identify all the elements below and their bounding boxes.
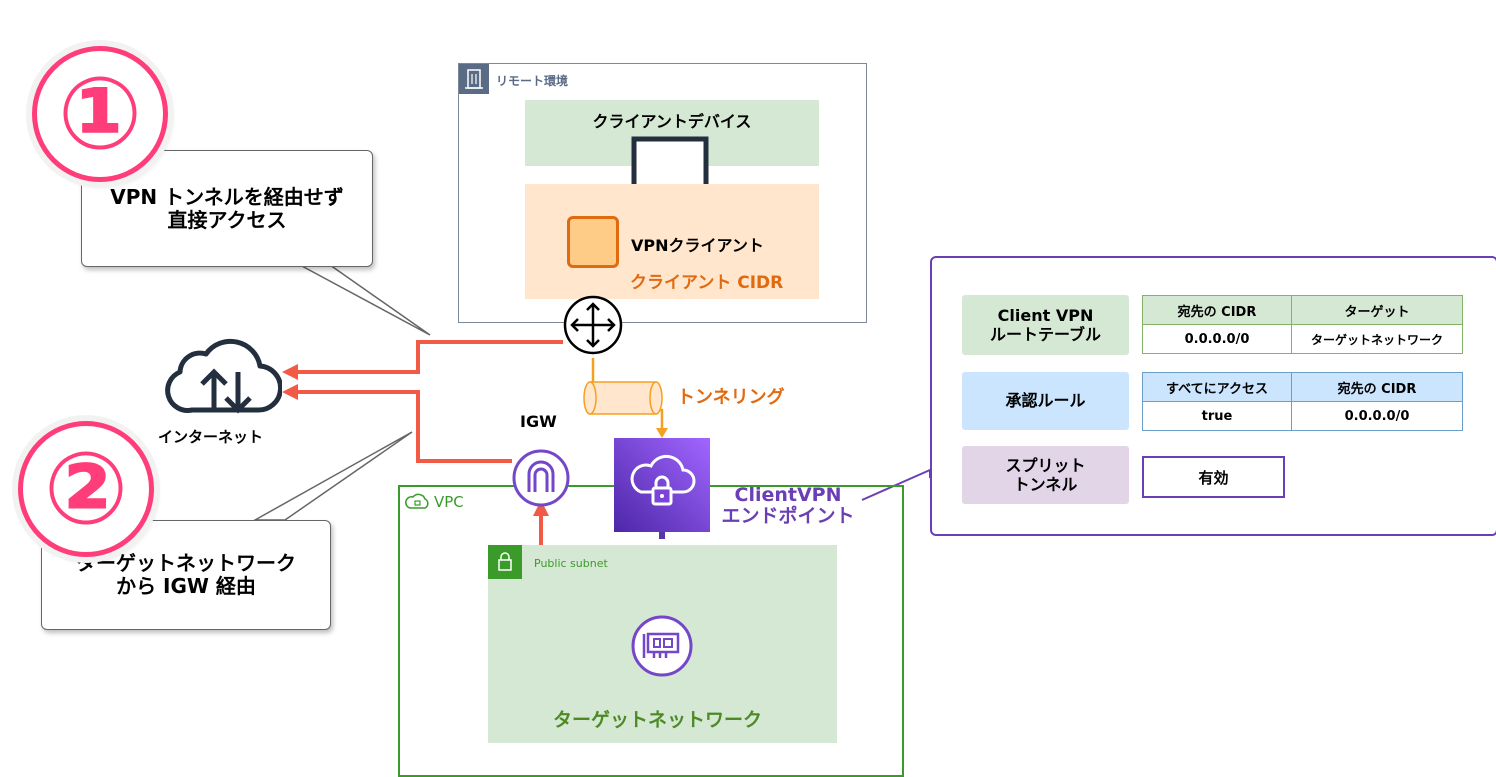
callout-one-line1: VPN トンネルを経由せず (110, 184, 344, 209)
cloud-internet-icon (165, 338, 282, 414)
vpn-client-area: VPNクライアント クライアント CIDR (525, 184, 819, 299)
table-cell: 0.0.0.0/0 (1142, 324, 1292, 354)
auth-rules-header-cell: すべてにアクセス (1142, 372, 1292, 402)
table-row: 0.0.0.0/0 ターゲットネットワーク (1142, 324, 1463, 354)
target-network-label: ターゲットネットワーク (553, 709, 763, 731)
auth-rules-table: すべてにアクセス 宛先の CIDR true 0.0.0.0/0 (1142, 372, 1463, 431)
route-one-line (290, 340, 563, 374)
auth-rules-header-row: すべてにアクセス 宛先の CIDR (1142, 372, 1463, 402)
callout-two-line1: ターゲットネットワーク (76, 551, 296, 575)
route-table-header-cell: 宛先の CIDR (1142, 295, 1292, 325)
public-subnet-label: Public subnet (534, 557, 608, 570)
route-table-label-line2: ルートテーブル (989, 325, 1102, 344)
igw-label: IGW (520, 412, 557, 431)
vpn-client-label: VPNクライアント (631, 236, 764, 255)
client-cidr-label: クライアント CIDR (630, 273, 784, 293)
network-interface-icon (631, 615, 693, 677)
callout-one-tail (299, 264, 431, 336)
route-table: 宛先の CIDR ターゲット 0.0.0.0/0 ターゲットネットワーク (1142, 295, 1463, 354)
callout-two-number: ② (18, 421, 154, 557)
endpoint-label-line1: ClientVPN (734, 484, 842, 506)
remote-environment-group: リモート環境 クライアントデバイス VPNクライアント クライアント CIDR (458, 63, 867, 323)
split-tunnel-label-line1: スプリット (1005, 455, 1086, 475)
router-icon (563, 295, 623, 355)
vpn-client-icon (567, 216, 619, 268)
vpc-label: VPC (434, 493, 464, 511)
auth-rules-header-cell: 宛先の CIDR (1291, 372, 1463, 402)
split-tunnel-value: 有効 (1142, 456, 1285, 498)
client-device-label: クライアントデバイス (592, 112, 752, 131)
tunnel-arrowhead (656, 428, 668, 438)
auth-rules-label: 承認ルール (962, 372, 1129, 430)
route-two-line (290, 390, 512, 463)
vpn-endpoint-icon (614, 438, 710, 532)
endpoint-label-line2: エンドポイント (721, 505, 855, 528)
remote-environment-title: リモート環境 (496, 74, 569, 88)
settings-panel: Client VPN ルートテーブル 宛先の CIDR ターゲット 0.0.0.… (930, 256, 1496, 536)
lock-icon (488, 545, 522, 579)
route-table-label: Client VPN ルートテーブル (962, 295, 1129, 355)
callout-two-line2: から IGW 経由 (116, 574, 256, 598)
route-one-arrowhead (282, 364, 298, 380)
table-row: true 0.0.0.0/0 (1142, 401, 1463, 431)
tunnel-icon (583, 381, 663, 415)
internet-label: インターネット (158, 428, 264, 446)
callout-one-line2: 直接アクセス (167, 207, 287, 232)
split-tunnel-label: スプリット トンネル (962, 446, 1129, 504)
route-table-header-row: 宛先の CIDR ターゲット (1142, 295, 1463, 325)
callout-one-box: VPN トンネルを経由せず 直接アクセス (81, 150, 373, 267)
route-table-header-cell: ターゲット (1291, 295, 1463, 325)
vpc-cloud-icon (405, 493, 429, 509)
callout-one-number: ① (32, 46, 168, 182)
building-icon (459, 64, 489, 94)
split-tunnel-label-line2: トンネル (1013, 475, 1078, 494)
endpoint-label: ClientVPN エンドポイント (708, 484, 868, 528)
table-cell: ターゲットネットワーク (1291, 324, 1463, 354)
route-table-label-line1: Client VPN (997, 305, 1094, 325)
internet-node: インターネット (150, 330, 290, 450)
table-cell: true (1142, 401, 1292, 431)
tunneling-label: トンネリング (677, 387, 785, 408)
eni-to-igw-arrowhead (533, 500, 549, 516)
table-cell: 0.0.0.0/0 (1291, 401, 1463, 431)
igw-icon (512, 449, 570, 507)
route-two-arrowhead (282, 384, 298, 400)
